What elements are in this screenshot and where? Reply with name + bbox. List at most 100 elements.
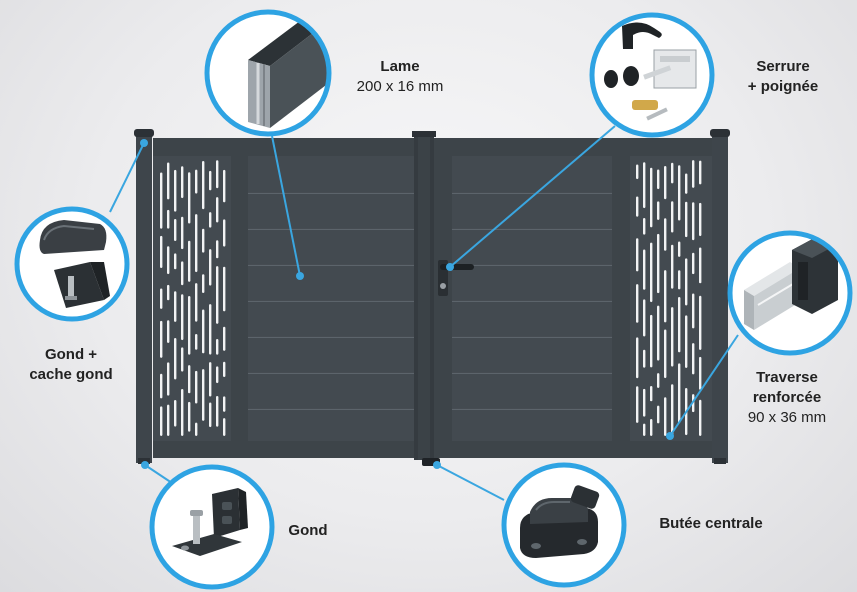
perforation-slot [216,266,219,324]
perforation-slot [181,261,184,286]
right-leaf-stile [612,156,630,441]
perforation-slot [650,314,653,368]
perforation-slot [202,228,205,253]
label-lame: Lame 200 x 16 mm [330,57,470,97]
perforation-slot [657,233,660,294]
perforation-slot [174,399,177,427]
perforation-slot [223,418,226,436]
right-leaf-frame-top [434,138,712,156]
perforation-slot [181,216,184,250]
label-gond-cache-line1: Gond + [44,346,98,363]
perforation-slot [174,169,177,212]
perforation-slot [699,295,702,351]
perforation-slot [699,247,702,284]
perforation-slot [209,170,212,191]
label-traverse-line1: Traverse [756,369,818,386]
perforation-slot [188,172,191,224]
left-leaf-stile [231,156,248,441]
label-serrure-line1: Serrure [756,58,810,75]
perforation-slot [678,296,681,353]
perforation-slot [160,235,163,269]
perforation-slot [636,196,639,217]
perforation-slot [223,219,226,247]
perforation-slot [692,160,695,188]
perforation-slot [643,423,646,436]
callout-serrure [589,12,715,138]
label-traverse-line2: renforcée [752,389,822,406]
perforation-slot [699,356,702,390]
perforation-slot [209,249,212,286]
perforation-slot [202,161,205,210]
perforation-slot [209,304,212,355]
label-butee-title: Butée centrale [659,515,763,532]
hinge-illustration [172,488,248,556]
perforation-slot [216,197,219,223]
central-stop-illustration [520,485,600,558]
perforation-slot [643,388,646,417]
perforation-slot [671,201,674,233]
perforation-slot [195,370,198,404]
perforation-slot [202,369,205,421]
perforation-slot [223,266,226,312]
left-post [136,135,152,463]
perforation-slot [216,366,219,384]
perforation-slot [650,419,653,436]
perforation-slot [223,396,226,412]
perforation-slot [657,405,660,424]
perforation-slot [643,299,646,337]
perforation-slot [202,309,205,354]
label-traverse-detail: 90 x 36 mm [747,409,827,426]
label-traverse: Traverse renforcée 90 x 36 mm [722,368,852,428]
perforation-slot [685,315,688,368]
perforation-slot [636,337,639,379]
perforation-slot [216,160,219,189]
perforation-slot [636,284,639,323]
perforation-slot [692,202,695,241]
perforation-slot [699,399,702,436]
perforation-slot [678,241,681,257]
perforation-slot [188,240,191,282]
perforation-slot [160,172,163,229]
perforation-slot [223,169,226,203]
perforation-slot [664,270,667,323]
perforation-slot [664,218,667,251]
perforation-slot [167,362,170,396]
perforation-slot [167,404,170,436]
label-lame-title: Lame [380,58,420,75]
perforation-slot [678,270,681,290]
perforation-slot [643,349,646,368]
leader-dots [140,139,674,469]
perforation-slot [636,164,639,180]
label-lame-detail: 200 x 16 mm [356,78,444,95]
callout-gond-cache [14,206,130,322]
hinge-cover-illustration [39,220,110,308]
gate [134,129,730,466]
perforation-slot [685,201,688,238]
perforation-slot [160,320,163,358]
label-serrure: Serrure + poignée [718,57,848,97]
perforation-slot [685,173,688,194]
perforation-slot [209,402,212,428]
perforation-slot [188,295,191,355]
perforation-slot [657,305,660,361]
perforation-slot [657,373,660,388]
perforation-slot [678,363,681,424]
rail-profile-illustration [744,236,838,330]
leader-lines [109,125,739,501]
perforation-slot [174,219,177,242]
label-gond-cache: Gond + cache gond [0,345,142,385]
left-leaf-frame-bottom [153,441,416,458]
label-gond: Gond [278,521,338,541]
perforation-slot [209,362,212,397]
perforation-slot [671,384,674,436]
perforation-slot [160,406,163,436]
perforation-slot [671,307,674,367]
label-gond-title: Gond [288,522,328,539]
perforation-slot [195,333,198,350]
perforation-slot [174,338,177,380]
perforation-slot [181,166,184,199]
perforation-slot [174,291,177,322]
perforation-slot [643,249,646,290]
perforation-slot [643,218,646,235]
perforation-slot [636,386,639,423]
